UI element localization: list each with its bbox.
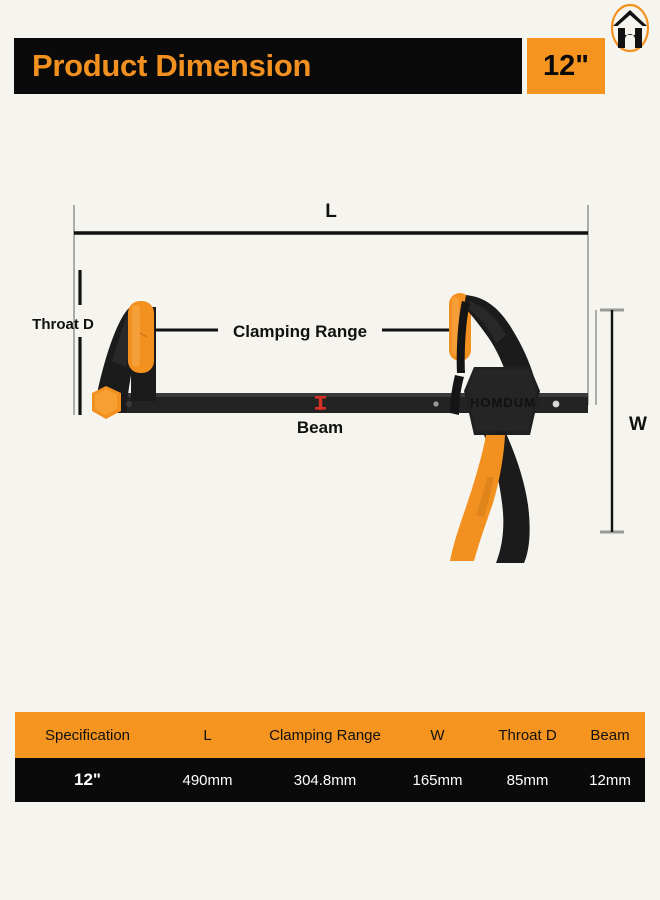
cell-l: 490mm <box>182 771 233 789</box>
table-header-row: Specification L Clamping Range W Throat … <box>15 712 645 758</box>
page-header: Product Dimension 12" <box>0 0 660 105</box>
column-header-specification: Specification <box>44 726 131 744</box>
label-length: L <box>325 201 337 222</box>
cell-clamping-range: 304.8mm <box>293 771 357 789</box>
size-badge-label: 12" <box>542 49 589 82</box>
clamp-handle-assembly: HOMDUM <box>449 293 540 563</box>
label-beam: Beam <box>297 418 343 437</box>
page-title: Product Dimension <box>32 48 312 83</box>
house-h-logo-icon <box>606 2 654 54</box>
size-badge: 12" <box>527 38 605 94</box>
specification-table: Specification L Clamping Range W Throat … <box>15 712 645 802</box>
beam-marker <box>315 396 326 410</box>
column-header-beam: Beam <box>590 726 630 744</box>
cell-beam: 12mm <box>589 771 631 789</box>
label-width: W <box>629 414 647 435</box>
label-throat: Throat D <box>32 316 94 333</box>
cell-w: 165mm <box>412 771 463 789</box>
title-bar: Product Dimension <box>14 38 522 94</box>
dimension-width <box>595 308 624 534</box>
column-header-clamping-range: Clamping Range <box>269 726 381 744</box>
cell-specification: 12" <box>74 770 101 789</box>
column-header-l: L <box>203 726 212 744</box>
cell-throat-d: 85mm <box>506 771 549 789</box>
label-clamping-range: Clamping Range <box>233 322 367 341</box>
product-brand-text: HOMDUM <box>470 395 536 410</box>
clamp-left-jaw <box>92 301 156 419</box>
column-header-throat-d: Throat D <box>498 726 557 744</box>
product-diagram: HOMDUM L W Throat D Clamping Range <box>0 105 660 695</box>
table-row: 12" 490mm 304.8mm 165mm 85mm 12mm <box>15 758 645 802</box>
column-header-w: W <box>430 726 445 744</box>
dimension-length <box>73 205 589 415</box>
